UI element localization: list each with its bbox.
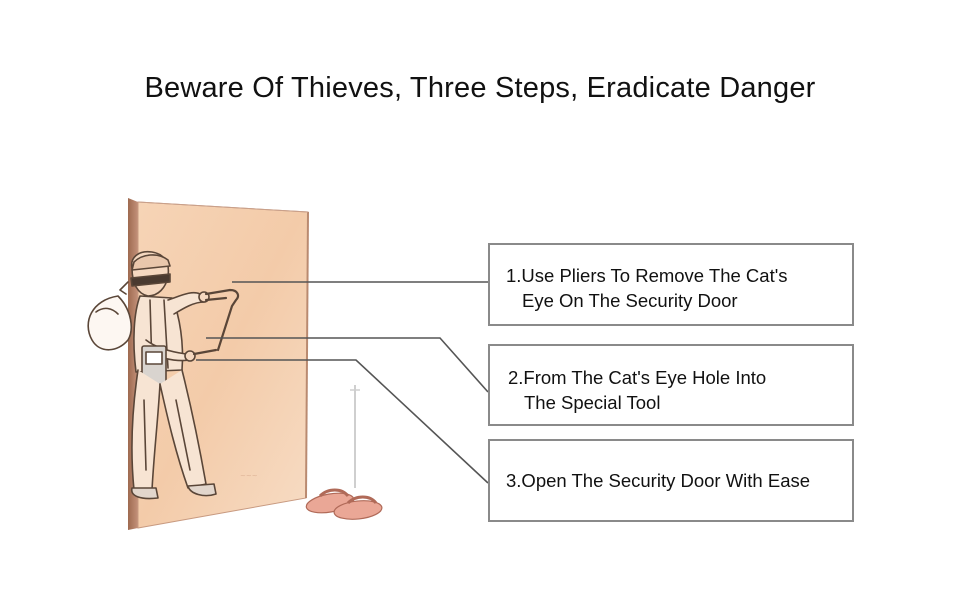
step-3-line-1: 3.Open The Security Door With Ease	[506, 470, 811, 491]
step-1-line-2: Eye On The Security Door	[522, 290, 738, 311]
step-1-box: 1.Use Pliers To Remove The Cat's Eye On …	[488, 243, 854, 326]
connector-step-2	[206, 337, 489, 393]
step-2-line-2: The Special Tool	[524, 392, 661, 413]
callout-connectors	[196, 281, 489, 484]
svg-text:~~~: ~~~	[240, 472, 258, 480]
step-3-box: 3.Open The Security Door With Ease	[488, 439, 854, 522]
step-2-box: 2.From The Cat's Eye Hole Into The Speci…	[488, 344, 854, 426]
thief-figure	[87, 250, 240, 500]
connector-step-3	[196, 359, 489, 484]
step-1-line-1: 1.Use Pliers To Remove The Cat's	[506, 265, 788, 286]
slippers	[305, 488, 383, 520]
page-title: Beware Of Thieves, Three Steps, Eradicat…	[144, 72, 816, 104]
step-2-line-1: 2.From The Cat's Eye Hole Into	[508, 367, 767, 388]
